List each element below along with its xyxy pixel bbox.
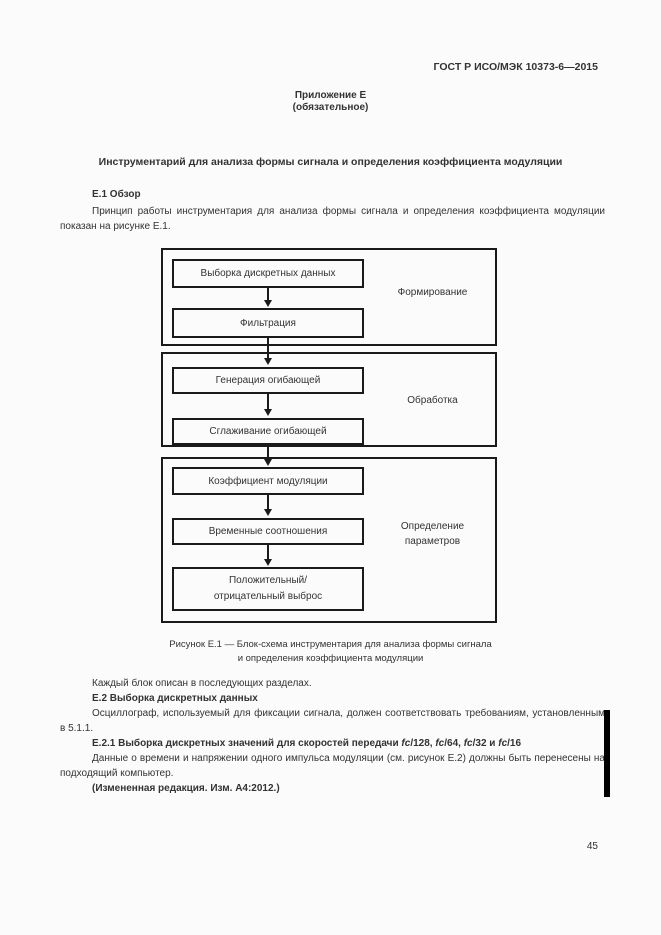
- flowchart-box-filtering: Фильтрация: [172, 308, 364, 338]
- section-e1-heading: Е.1 Обзор: [92, 189, 141, 200]
- section-e2-intro: Каждый блок описан в последующих раздела…: [92, 678, 312, 689]
- section-e2-heading: Е.2 Выборка дискретных данных: [92, 693, 258, 704]
- heading-text-part: /16: [507, 738, 522, 749]
- figure-caption: Рисунок Е.1 — Блок-схема инструментария …: [169, 639, 492, 664]
- section-e1-paragraph: Принцип работы инструментария для анализ…: [60, 206, 605, 232]
- down-arrow-icon: [264, 544, 272, 566]
- heading-fc-symbol: fc: [463, 738, 473, 749]
- section-e2-paragraph: Осциллограф, используемый для фиксации с…: [60, 708, 605, 734]
- flowchart-group-forming: [161, 248, 497, 346]
- annex-title: Приложение Е: [294, 90, 367, 101]
- heading-fc-symbol: fc: [435, 738, 445, 749]
- flowchart-label-parameters: Определение параметров: [400, 521, 465, 547]
- flowchart-group-parameters: [161, 457, 497, 623]
- flowchart-box-timing-relations: Временные соотношения: [172, 518, 364, 545]
- heading-text-part: /32 и: [472, 738, 499, 749]
- heading-fc-symbol: fc: [401, 738, 411, 749]
- body-text-block: Каждый блок описан в последующих раздела…: [60, 676, 605, 796]
- section-e21-paragraph: Данные о времени и напряжении одного имп…: [60, 753, 605, 779]
- flowchart-box-sampling: Выборка дискретных данных: [172, 259, 364, 288]
- flowchart-box-modulation-index: Коэффициент модуляции: [172, 467, 364, 495]
- annex-heading: Приложение Е (обязательное): [0, 90, 661, 114]
- page-number: 45: [586, 841, 598, 852]
- down-arrow-icon: [264, 393, 272, 416]
- amendment-note: (Измененная редакция. Изм. А4:2012.): [92, 783, 280, 794]
- section-e21-heading: Е.2.1 Выборка дискретных значений для ск…: [60, 736, 605, 751]
- flowchart-box-overshoot: Положительный/ отрицательный выброс: [172, 567, 364, 611]
- down-arrow-icon: [264, 494, 272, 516]
- annex-subtitle: (обязательное): [292, 102, 369, 113]
- page-title: Инструментарий для анализа формы сигнала…: [98, 156, 563, 168]
- flowchart-label-forming: Формирование: [397, 287, 468, 298]
- document-code-header: ГОСТ Р ИСО/МЭК 10373-6—2015: [433, 61, 598, 73]
- flowchart-box-envelope-smoothing: Сглаживание огибающей: [172, 418, 364, 445]
- flowchart-box-envelope-generation: Генерация огибающей: [172, 367, 364, 394]
- flowchart-figure: Выборка дискретных данных Фильтрация Ген…: [161, 248, 497, 623]
- heading-text-part: /128,: [410, 738, 436, 749]
- heading-text-part: Е.2.1 Выборка дискретных значений для ск…: [92, 738, 402, 749]
- change-bar-marker: [604, 710, 610, 797]
- flowchart-label-processing: Обработка: [407, 395, 458, 406]
- heading-fc-symbol: fc: [498, 738, 508, 749]
- flowchart-group-processing: [161, 352, 497, 447]
- down-arrow-icon: [264, 338, 272, 365]
- down-arrow-icon: [264, 444, 272, 466]
- down-arrow-icon: [264, 288, 272, 307]
- heading-text-part: /64,: [444, 738, 464, 749]
